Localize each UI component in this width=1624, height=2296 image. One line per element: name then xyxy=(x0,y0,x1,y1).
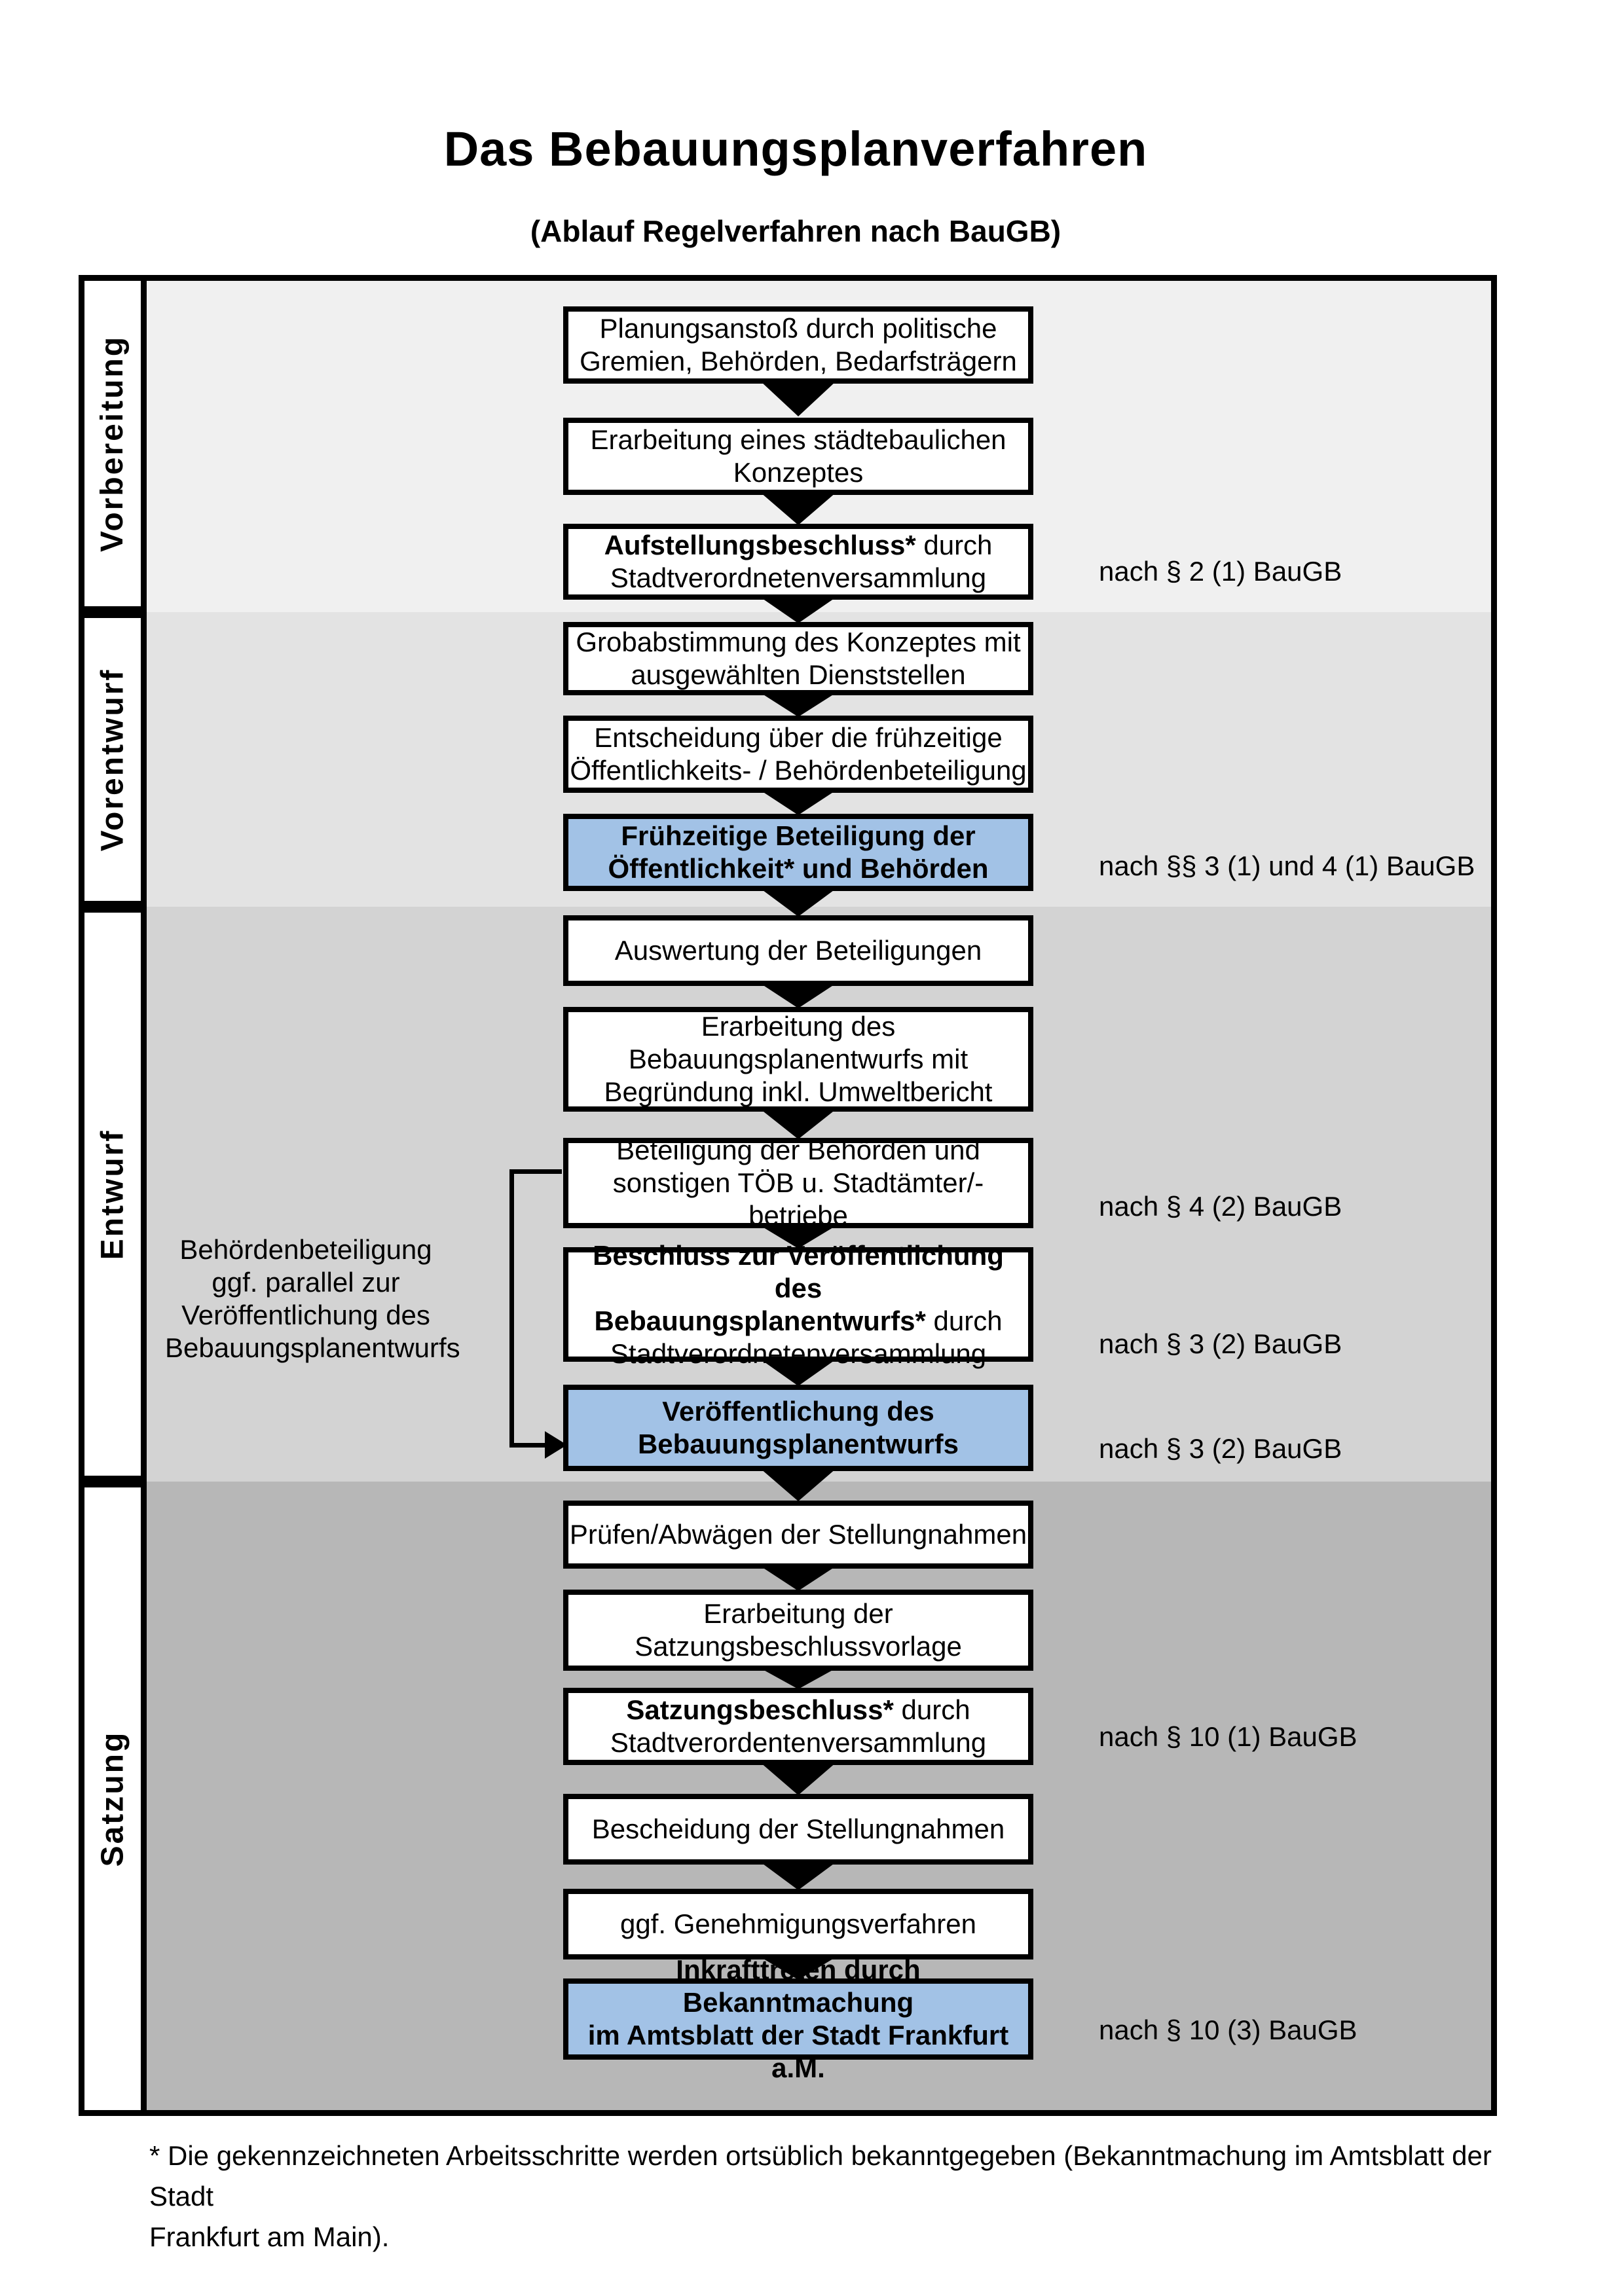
law-reference: nach § 3 (2) BauGB xyxy=(1099,1328,1342,1359)
parallel-connector-arrowhead-icon xyxy=(545,1431,567,1459)
flow-arrow-down-icon xyxy=(760,983,836,1008)
flow-arrow-down-icon xyxy=(760,381,836,416)
flow-arrow-down-icon xyxy=(760,597,836,623)
step-genehmigungsverfahren: ggf. Genehmigungsverfahren xyxy=(563,1889,1033,1959)
flow-arrow-down-icon xyxy=(760,1762,836,1795)
phase-cell-vorbereitung: Vorbereitung xyxy=(79,275,147,612)
phase-cell-vorentwurf: Vorentwurf xyxy=(79,612,147,907)
phase-cell-entwurf: Entwurf xyxy=(79,907,147,1482)
step-beschluss-veroeffentlichung: Beschluss zur Veröffentlichung des Bebau… xyxy=(563,1240,1033,1369)
footnote: * Die gekennzeichneten Arbeitsschritte w… xyxy=(149,2140,1492,2252)
law-reference: nach § 3 (2) BauGB xyxy=(1099,1433,1342,1464)
flow-arrow-down-icon xyxy=(760,888,836,917)
step-auswertung-beteiligungen: Auswertung der Beteiligungen xyxy=(563,915,1033,986)
step-erarbeitung-bebauungsplanentwurf: Erarbeitung des Bebauungsplanentwurfs mi… xyxy=(563,1007,1033,1112)
step-inkrafttreten: Inkrafttreten durch Bekanntmachung im Am… xyxy=(563,1954,1033,2083)
step-planungsanstoss: Planungsanstoß durch politische Gremien,… xyxy=(563,306,1033,384)
flow-arrow-down-icon xyxy=(760,492,836,525)
law-reference: nach § 2 (1) BauGB xyxy=(1099,556,1342,587)
phase-label-satzung: Satzung xyxy=(95,1730,130,1867)
flow-arrow-down-icon xyxy=(760,1468,836,1501)
flow-arrow-down-icon xyxy=(760,1668,836,1689)
page-subtitle: (Ablauf Regelverfahren nach BauGB) xyxy=(530,214,1061,248)
step-bescheidung-stellungnahmen: Bescheidung der Stellungnahmen xyxy=(563,1794,1033,1865)
phase-label-entwurf: Entwurf xyxy=(95,1129,130,1260)
phase-cell-satzung: Satzung xyxy=(79,1482,147,2116)
step-staedtebauliches-konzept: Erarbeitung eines städtebaulichen Konzep… xyxy=(563,418,1033,495)
phase-label-vorbereitung: Vorbereitung xyxy=(95,335,130,553)
step-fruehzeitige-beteiligung: Frühzeitige Beteiligung der Öffentlichke… xyxy=(563,814,1033,891)
flow-arrow-down-icon xyxy=(760,1957,836,1980)
flow-arrow-down-icon xyxy=(760,1566,836,1591)
flow-arrow-down-icon xyxy=(760,790,836,815)
law-reference: nach § 10 (3) BauGB xyxy=(1099,2014,1357,2045)
flow-arrow-down-icon xyxy=(760,1226,836,1248)
step-grobabstimmung: Grobabstimmung des Konzeptes mit ausgewä… xyxy=(563,622,1033,695)
flow-arrow-down-icon xyxy=(760,693,836,717)
page-title: Das Bebauungsplanverfahren xyxy=(443,122,1148,176)
law-reference: nach § 10 (1) BauGB xyxy=(1099,1721,1357,1752)
phase-label-vorentwurf: Vorentwurf xyxy=(95,668,130,851)
parallel-connector-vertical xyxy=(509,1169,514,1448)
parallel-note: Behördenbeteiligung ggf. parallel zur Ve… xyxy=(165,1234,460,1363)
parallel-connector-top xyxy=(509,1169,562,1174)
step-veroeffentlichung-entwurf: Veröffentlichung des Bebauungsplanentwur… xyxy=(563,1385,1033,1471)
step-aufstellungsbeschluss: Aufstellungsbeschluss* durch Stadtverord… xyxy=(563,524,1033,600)
flow-arrow-down-icon xyxy=(760,1862,836,1890)
flow-arrow-down-icon xyxy=(760,1359,836,1386)
step-behoerdenbeteiligung-toeb: Beteiligung der Behörden und sonstigen T… xyxy=(563,1135,1033,1231)
law-reference: nach §§ 3 (1) und 4 (1) BauGB xyxy=(1099,850,1475,881)
step-satzungsbeschluss: Satzungsbeschluss* durch Stadtverordente… xyxy=(563,1688,1033,1765)
law-reference: nach § 4 (2) BauGB xyxy=(1099,1191,1342,1222)
flow-arrow-down-icon xyxy=(760,1109,836,1139)
step-pruefen-abwaegen: Prüfen/Abwägen der Stellungnahmen xyxy=(563,1501,1033,1569)
parallel-connector-bottom xyxy=(509,1443,547,1448)
step-erarbeitung-satzungsbeschlussvorlage: Erarbeitung der Satzungsbeschlussvorlage xyxy=(563,1590,1033,1671)
step-entscheidung-fruehzeitige-beteiligung: Entscheidung über die frühzeitige Öffent… xyxy=(563,716,1033,793)
